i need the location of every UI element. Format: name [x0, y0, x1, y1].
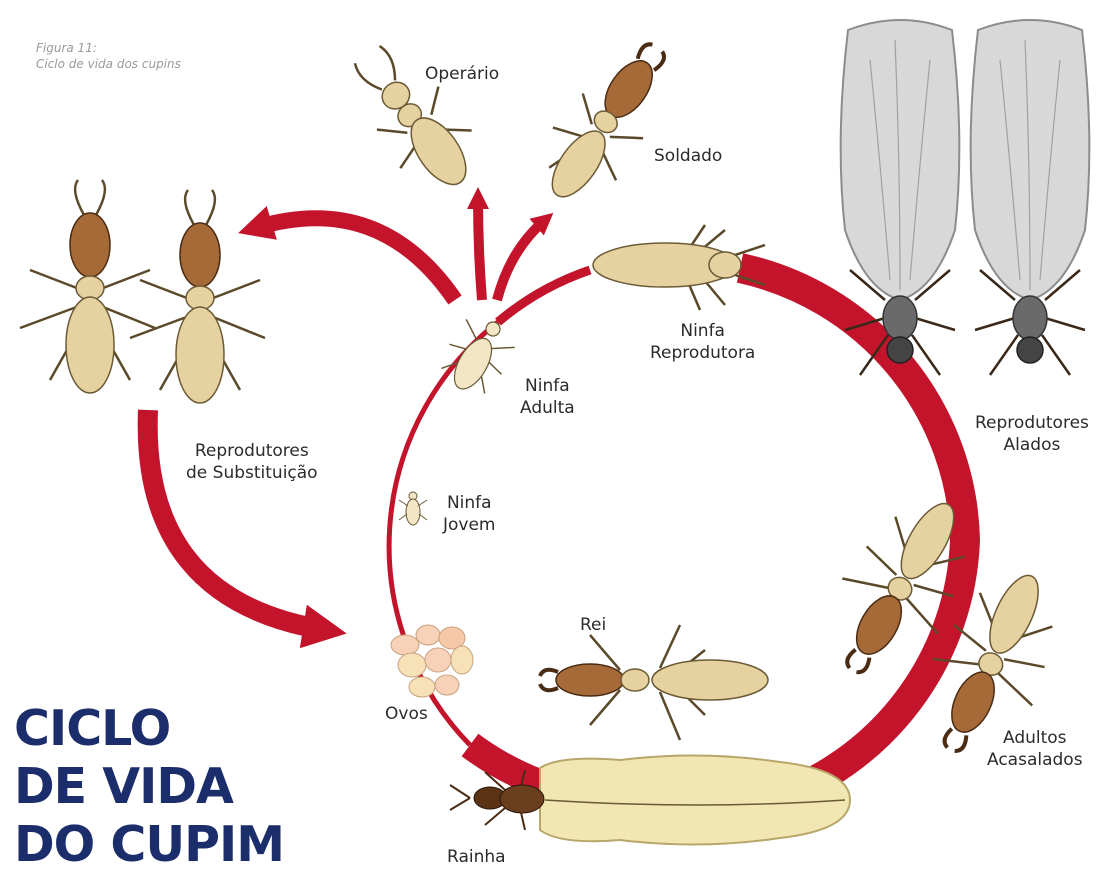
label-queen: Rainha — [447, 846, 506, 868]
adult-nymph-icon — [433, 308, 522, 403]
diagram-title: CICLO DE VIDA DO CUPIM — [14, 700, 284, 874]
arrow-to-soldier — [497, 220, 545, 300]
label-worker: Operário — [425, 63, 499, 85]
king-termite-icon — [540, 625, 768, 740]
label-young-nymph: Ninfa Jovem — [443, 492, 496, 536]
figure-caption-text: Ciclo de vida dos cupins — [36, 56, 181, 72]
arrow-to-worker — [478, 198, 482, 300]
label-mated-adults: Adultos Acasalados — [987, 727, 1083, 771]
label-soldier: Soldado — [654, 145, 722, 167]
label-adult-nymph: Ninfa Adulta — [520, 375, 575, 419]
reproductive-nymph-icon — [593, 225, 765, 310]
label-eggs: Ovos — [385, 703, 428, 725]
title-line-3: DO CUPIM — [14, 816, 284, 874]
title-line-2: DE VIDA — [14, 758, 284, 816]
soldier-termite-icon — [522, 25, 691, 218]
winged-reproducer-icon-2 — [971, 20, 1090, 375]
label-reproductive-nymph: Ninfa Reprodutora — [650, 320, 755, 364]
worker-termite-icon — [336, 31, 492, 206]
figure-number: Figura 11: — [36, 40, 181, 56]
replacement-reproducer-icon-2 — [130, 190, 265, 403]
figure-caption: Figura 11: Ciclo de vida dos cupins — [36, 40, 181, 72]
replacement-reproducer-icon-1 — [20, 180, 155, 393]
arrow-to-replacement-reproducers — [255, 218, 455, 300]
label-king: Rei — [580, 614, 606, 636]
young-nymph-icon — [399, 492, 427, 525]
eggs-icon — [391, 625, 473, 697]
title-line-1: CICLO — [14, 700, 284, 758]
label-replacement-reproducers: Reprodutores de Substituição — [186, 440, 318, 484]
label-winged-reproducers: Reprodutores Alados — [975, 412, 1089, 456]
